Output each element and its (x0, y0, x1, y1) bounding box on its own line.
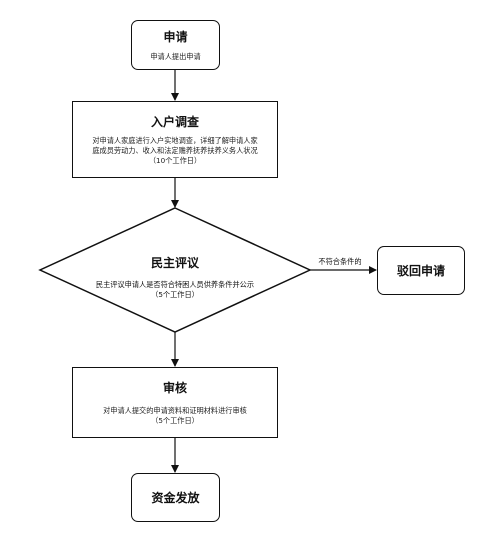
node-vote-duration: （5个工作日） (151, 290, 199, 299)
node-survey-desc-line2: 庭成员劳动力、收入和法定赡养抚养扶养义务人状况 (92, 146, 258, 155)
node-survey-desc-line1: 对申请人家庭进行入户实地调查，详细了解申请人家 (92, 136, 258, 145)
node-audit-desc: 对申请人提交的申请资料和证明材料进行审核 (103, 406, 247, 415)
node-reject-title: 驳回申请 (396, 264, 445, 278)
node-reject: 驳回申请 (377, 246, 465, 295)
node-audit-title: 审核 (162, 381, 187, 395)
node-vote-desc: 民主评议申请人是否符合特困人员供养条件并公示 (95, 280, 255, 289)
node-vote-title: 民主评议 (150, 256, 199, 270)
edge-label-not-eligible: 不符合条件的 (318, 257, 362, 266)
node-audit-duration: （5个工作日） (151, 416, 199, 425)
node-audit: 审核 对申请人提交的申请资料和证明材料进行审核 （5个工作日） (72, 367, 278, 438)
node-survey: 入户调查 对申请人家庭进行入户实地调查，详细了解申请人家 庭成员劳动力、收入和法… (72, 101, 278, 178)
node-survey-title: 入户调查 (150, 115, 199, 129)
node-apply-title: 申请 (163, 30, 188, 44)
node-survey-duration: （10个工作日） (148, 156, 202, 165)
node-fund: 资金发放 (131, 473, 220, 522)
node-fund-title: 资金发放 (151, 491, 200, 505)
node-apply: 申请 申请人提出申请 (131, 20, 220, 70)
node-apply-desc: 申请人提出申请 (150, 52, 201, 61)
